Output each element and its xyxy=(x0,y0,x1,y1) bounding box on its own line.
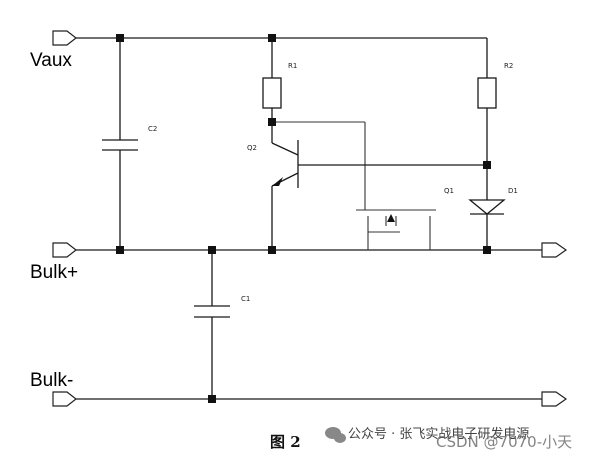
d1-triangle-icon xyxy=(468,199,506,215)
bulk-minus-out-port-icon xyxy=(541,391,568,407)
node-bulk-c2 xyxy=(116,246,124,254)
r2-body xyxy=(477,77,497,109)
q2-label: Q2 xyxy=(247,144,257,152)
vaux-port-icon xyxy=(52,30,77,46)
bulk-minus-label: Bulk- xyxy=(30,370,73,391)
q1-arrow-icon xyxy=(387,214,395,222)
r2-label: R2 xyxy=(504,62,513,70)
c2-label: C2 xyxy=(148,125,157,133)
bulk-plus-label: Bulk+ xyxy=(30,262,78,283)
node-r1-bottom xyxy=(268,118,276,126)
bulk-minus-port-icon xyxy=(52,391,77,407)
output-port-icon xyxy=(541,242,568,258)
node-bulk-c1 xyxy=(208,246,216,254)
wechat-icon xyxy=(325,427,346,443)
r1-label: R1 xyxy=(288,62,297,70)
r1-body xyxy=(262,77,282,109)
figure-caption: 图 2 xyxy=(270,433,301,451)
q2-emitter-arrow-icon xyxy=(272,177,283,186)
vaux-label: Vaux xyxy=(30,50,72,71)
wechat-watermark: 公众号 · 张飞实战电子研发电源 xyxy=(348,426,529,442)
q2-collector-leg xyxy=(271,142,299,156)
node-r2-d1 xyxy=(483,161,491,169)
node-vaux-c2 xyxy=(116,34,124,42)
c1-label: C1 xyxy=(241,295,250,303)
node-vaux-r1 xyxy=(268,34,276,42)
node-bulk-d1 xyxy=(483,246,491,254)
node-bulk-q2 xyxy=(268,246,276,254)
d1-label: D1 xyxy=(508,187,518,195)
q1-label: Q1 xyxy=(444,187,454,195)
csdn-watermark: CSDN @7070-小天 xyxy=(436,433,572,451)
node-bulkminus-c1 xyxy=(208,395,216,403)
bulk-plus-port-icon xyxy=(52,242,77,258)
